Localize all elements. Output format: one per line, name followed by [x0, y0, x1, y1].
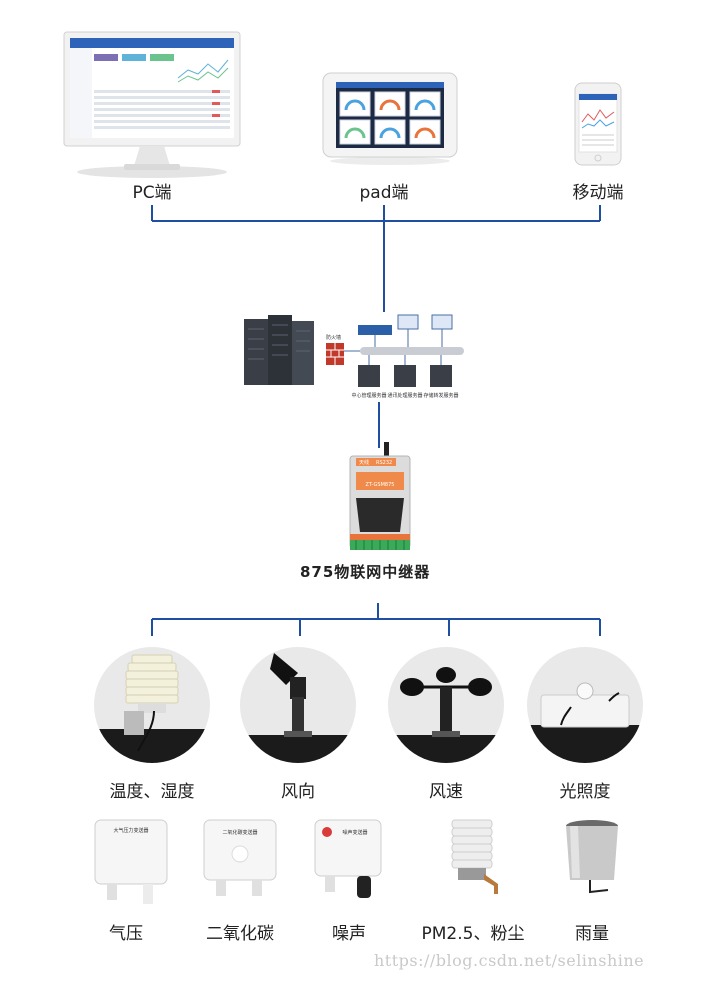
- server-label-1: 通讯处理服务器: [387, 392, 422, 399]
- relay-label: 875物联网中继器: [300, 563, 431, 581]
- sensor-label-1: 风向: [281, 782, 315, 802]
- server-rack-icon: [244, 315, 314, 385]
- sensor-label-6: 噪声: [332, 924, 366, 944]
- watermark: https://blog.csdn.net/selinshine: [374, 951, 645, 970]
- pressure-sensor: 大气压力变送器: [93, 818, 169, 908]
- rain-gauge-sensor: [562, 818, 622, 898]
- noise-box-text: 噪声变送器: [342, 829, 367, 836]
- relay-sticker-right: RS232: [376, 460, 392, 466]
- server-label-2: 存储转发服务器: [423, 392, 458, 399]
- pad-label: pad端: [359, 183, 409, 203]
- sensor-label-5: 二氧化碳: [206, 924, 274, 944]
- pressure-box-text: 大气压力变送器: [113, 827, 148, 834]
- firewall-icon: [326, 343, 344, 365]
- sensor-label-7: PM2.5、粉尘: [421, 924, 525, 944]
- relay-model: ZT-GSM875: [366, 482, 395, 488]
- light-sensor: [527, 647, 643, 763]
- sensor-label-3: 光照度: [559, 782, 611, 802]
- sensor-label-0: 温度、湿度: [109, 782, 195, 802]
- mobile-label: 移动端: [572, 183, 624, 203]
- sensor-label-4: 气压: [109, 924, 143, 944]
- wind-speed-sensor: [388, 647, 504, 763]
- relay-device: 天线 RS232 ZT-GSM875: [346, 442, 414, 560]
- sensor-label-2: 风速: [429, 782, 463, 802]
- pad-device: [322, 72, 458, 166]
- wind-direction-sensor: [240, 647, 356, 763]
- pm25-sensor: [444, 814, 504, 898]
- noise-sensor: 噪声变送器: [313, 818, 383, 908]
- server-label-0: 中心管理服务器: [351, 392, 386, 399]
- co2-box-text: 二氧化碳变送器: [222, 829, 257, 836]
- co2-sensor: 二氧化碳变送器: [202, 818, 278, 908]
- relay-sticker-left: 天线: [359, 459, 369, 466]
- mobile-device: [574, 82, 624, 168]
- server-network: 防火墙 中心管理服务器 通讯处理服务器 存储转发服务器: [240, 311, 470, 405]
- sensor-label-8: 雨量: [575, 924, 609, 944]
- pc-label: PC端: [132, 183, 172, 203]
- firewall-label: 防火墙: [326, 334, 341, 341]
- pc-monitor: [62, 30, 242, 180]
- temperature-humidity-sensor: [94, 647, 210, 763]
